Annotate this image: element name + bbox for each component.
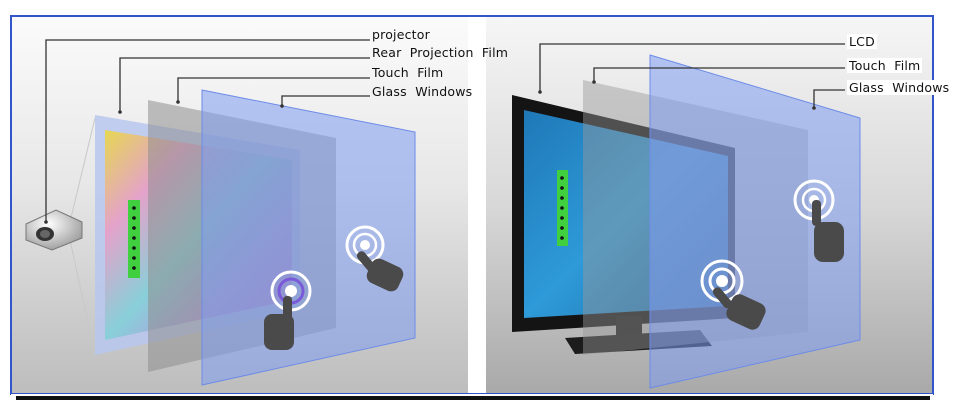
label-touch-film-right: Touch Film bbox=[847, 58, 923, 73]
label-lcd: LCD bbox=[847, 34, 877, 49]
glass-window bbox=[650, 55, 860, 388]
leader-lines-right bbox=[539, 43, 845, 108]
sensor-dots bbox=[132, 206, 136, 270]
left-panel-projection-diagram bbox=[12, 17, 468, 393]
leader-dots-left bbox=[44, 100, 284, 224]
beam-line bbox=[69, 117, 96, 223]
glass-window-edge bbox=[201, 89, 416, 386]
label-rear-projection-film: Rear Projection Film bbox=[372, 45, 509, 60]
panel-gap bbox=[468, 17, 486, 393]
hand-pointer-icon bbox=[712, 287, 766, 330]
hand-pointer-icon bbox=[264, 296, 294, 350]
bottom-bar bbox=[16, 396, 930, 400]
leader-lines-left bbox=[45, 39, 370, 222]
label-projector: projector bbox=[372, 27, 430, 42]
sensor-dots bbox=[560, 176, 564, 240]
glass-window-edge bbox=[649, 54, 861, 389]
leader-dots-right bbox=[538, 80, 816, 110]
label-touch-film-left: Touch Film bbox=[372, 65, 444, 80]
hand-pointer-icon bbox=[356, 251, 404, 292]
label-glass-windows-left: Glass Windows bbox=[372, 84, 473, 99]
glass-window bbox=[202, 90, 415, 385]
beam-line bbox=[69, 239, 96, 356]
projector-device bbox=[25, 209, 83, 251]
hand-pointer-icon bbox=[812, 200, 844, 262]
right-panel-lcd-diagram bbox=[486, 17, 932, 393]
label-glass-windows-right: Glass Windows bbox=[847, 80, 952, 95]
